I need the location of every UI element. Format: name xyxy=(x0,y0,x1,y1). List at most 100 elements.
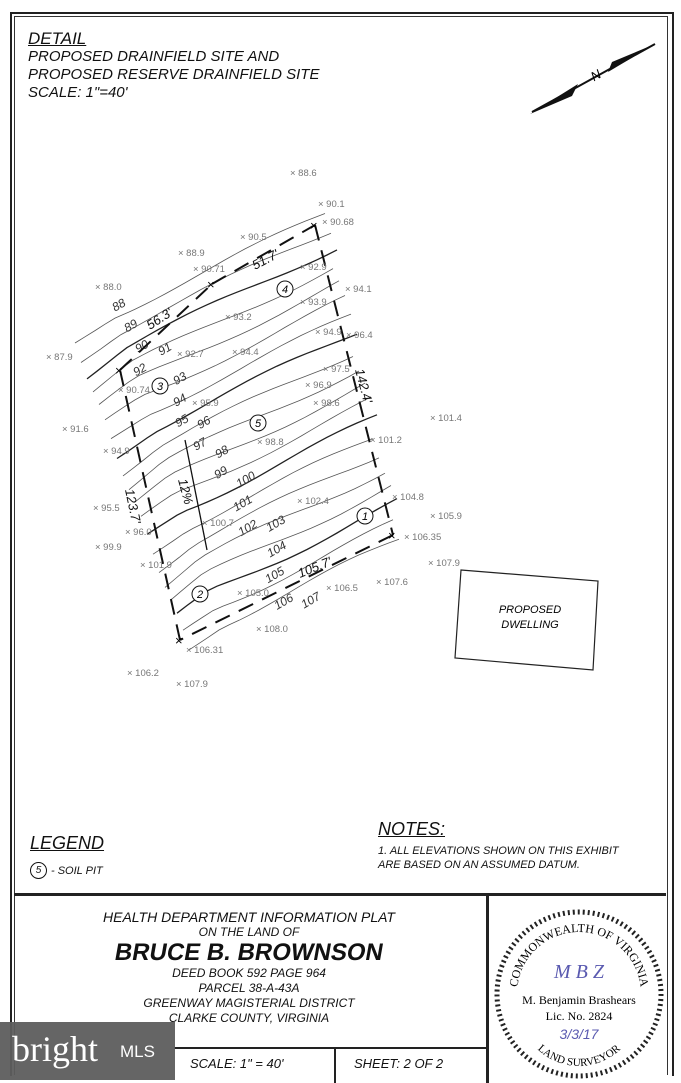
surveyor-seal: COMMONWEALTH OF VIRGINIA LAND SURVEYOR M… xyxy=(494,909,664,1079)
spot-elevation: × 97.5 xyxy=(323,364,350,375)
contour-line xyxy=(182,519,394,631)
contour-label: 101 xyxy=(231,492,255,514)
contour-label: 95 xyxy=(173,411,192,430)
contour-label: 94 xyxy=(171,391,190,410)
plat-title: HEALTH DEPARTMENT INFORMATION PLAT xyxy=(103,909,395,925)
legend: LEGEND 5 - SOIL PIT xyxy=(30,833,104,879)
contour-line xyxy=(140,396,372,517)
corner-marker: × xyxy=(175,633,183,648)
spot-elevation: × 88.0 xyxy=(95,282,122,293)
dimension-west: 123.7' xyxy=(122,488,144,526)
soil-pit-4: 4 xyxy=(276,280,294,298)
contour-label: 98 xyxy=(213,442,232,461)
contour-line xyxy=(104,295,346,421)
contour-line xyxy=(170,485,392,601)
scale-box: SCALE: 1" = 40' xyxy=(190,1056,284,1071)
contour-line xyxy=(152,438,374,555)
parcel: PARCEL 38-A-43A xyxy=(198,981,300,995)
contour-line xyxy=(128,370,360,491)
contour-label: 103 xyxy=(264,512,289,534)
spot-elevation: × 101.4 xyxy=(430,413,462,424)
spot-elevation: × 92.9 xyxy=(300,262,327,273)
seal-bottom-text: LAND SURVEYOR xyxy=(535,1042,623,1069)
detail-line1: PROPOSED DRAINFIELD SITE AND xyxy=(28,48,280,65)
spot-elevation: × 88.9 xyxy=(178,248,205,259)
spot-elevation: × 95.9 xyxy=(192,398,219,409)
contour-line xyxy=(158,457,380,573)
corner-marker: × xyxy=(207,277,215,292)
contour-label: 91 xyxy=(156,340,175,359)
contour-line xyxy=(80,232,332,363)
contour-line xyxy=(116,333,358,460)
spot-elevations: × 88.6× 90.1× 90.68× 90.5× 88.9× 90.71× … xyxy=(46,168,462,690)
spot-elevation: × 104.8 xyxy=(392,492,424,503)
spot-elevation: × 90.1 xyxy=(318,199,345,210)
spot-elevation: × 106.5 xyxy=(326,583,358,594)
dimension-south: 105.7' xyxy=(296,554,335,581)
signature: M B Z xyxy=(553,961,605,983)
spot-elevation: × 93.9 xyxy=(300,297,327,308)
dwelling-line1: PROPOSED xyxy=(499,604,561,616)
owner-name: BRUCE B. BROWNSON xyxy=(112,939,386,966)
spot-elevation: × 105.9 xyxy=(430,511,462,522)
spot-elevation: × 94.9 xyxy=(103,446,130,457)
spot-elevation: × 94.4 xyxy=(232,347,259,358)
spot-elevation: × 90.71 xyxy=(193,264,225,275)
deed-book: DEED BOOK 592 PAGE 964 xyxy=(172,966,326,980)
contour-line xyxy=(134,382,366,503)
spot-elevation: × 99.9 xyxy=(95,542,122,553)
spot-elevation: × 96.0 xyxy=(125,527,152,538)
spot-elevation: × 100.7 xyxy=(202,518,234,529)
note-1-line1: 1. ALL ELEVATIONS SHOWN ON THIS EXHIBIT xyxy=(378,845,619,857)
contour-label: 89 xyxy=(122,316,141,335)
spot-elevation: × 94.9 xyxy=(315,327,342,338)
watermark-brand: bright xyxy=(12,1029,98,1069)
north-arrow-icon: N xyxy=(530,43,656,114)
spot-elevation: × 90.5 xyxy=(240,232,267,243)
spot-elevation: × 96.4 xyxy=(346,330,373,341)
contour-label: 99 xyxy=(212,463,231,482)
contour-line xyxy=(164,472,386,588)
detail-header: DETAIL PROPOSED DRAINFIELD SITE AND PROP… xyxy=(28,30,319,102)
contour-line xyxy=(122,356,354,477)
svg-text:1: 1 xyxy=(362,511,368,523)
svg-text:2: 2 xyxy=(196,589,203,601)
svg-text:4: 4 xyxy=(282,284,288,296)
bright-mls-watermark: bright MLS xyxy=(0,1022,175,1080)
spot-elevation: × 106.31 xyxy=(186,645,223,656)
spot-elevation: × 90.74 xyxy=(118,385,150,396)
spot-elevation: × 106.35 xyxy=(404,532,441,543)
spot-elevation: × 108.0 xyxy=(256,624,288,635)
contour-line xyxy=(188,538,400,651)
legend-text: - SOIL PIT xyxy=(51,864,103,877)
spot-elevation: × 92.7 xyxy=(177,349,204,360)
title-text: HEALTH DEPARTMENT INFORMATION PLAT ON TH… xyxy=(14,910,484,1026)
sheet-box: SHEET: 2 OF 2 xyxy=(354,1056,444,1071)
soil-pit-symbol: 5 xyxy=(30,862,47,879)
county: CLARKE COUNTY, VIRGINIA xyxy=(168,1011,330,1025)
spot-elevation: × 107.6 xyxy=(376,577,408,588)
contour-line xyxy=(98,280,340,405)
contour-label: 96 xyxy=(195,413,214,432)
district: GREENWAY MAGISTERIAL DISTRICT xyxy=(143,996,355,1010)
soil-pit-1: 1 xyxy=(356,507,374,525)
detail-scale: SCALE: 1"=40' xyxy=(28,84,128,101)
north-label: N xyxy=(588,66,604,84)
title-block: HEALTH DEPARTMENT INFORMATION PLAT ON TH… xyxy=(14,893,666,1083)
spot-elevation: × 95.5 xyxy=(93,503,120,514)
watermark-suffix: MLS xyxy=(120,1042,155,1061)
contour-label: 90 xyxy=(133,337,152,356)
spot-elevation: × 87.9 xyxy=(46,352,73,363)
contour-line xyxy=(86,249,338,380)
spot-elevation: × 91.6 xyxy=(62,424,89,435)
sheet-border xyxy=(10,12,674,1076)
contour-line xyxy=(74,213,326,344)
svg-text:3: 3 xyxy=(157,381,164,393)
contour-label: 104 xyxy=(265,538,290,560)
spot-elevation: × 101.9 xyxy=(140,560,172,571)
boundary-line xyxy=(179,534,394,641)
notes-title: NOTES: xyxy=(378,819,446,839)
